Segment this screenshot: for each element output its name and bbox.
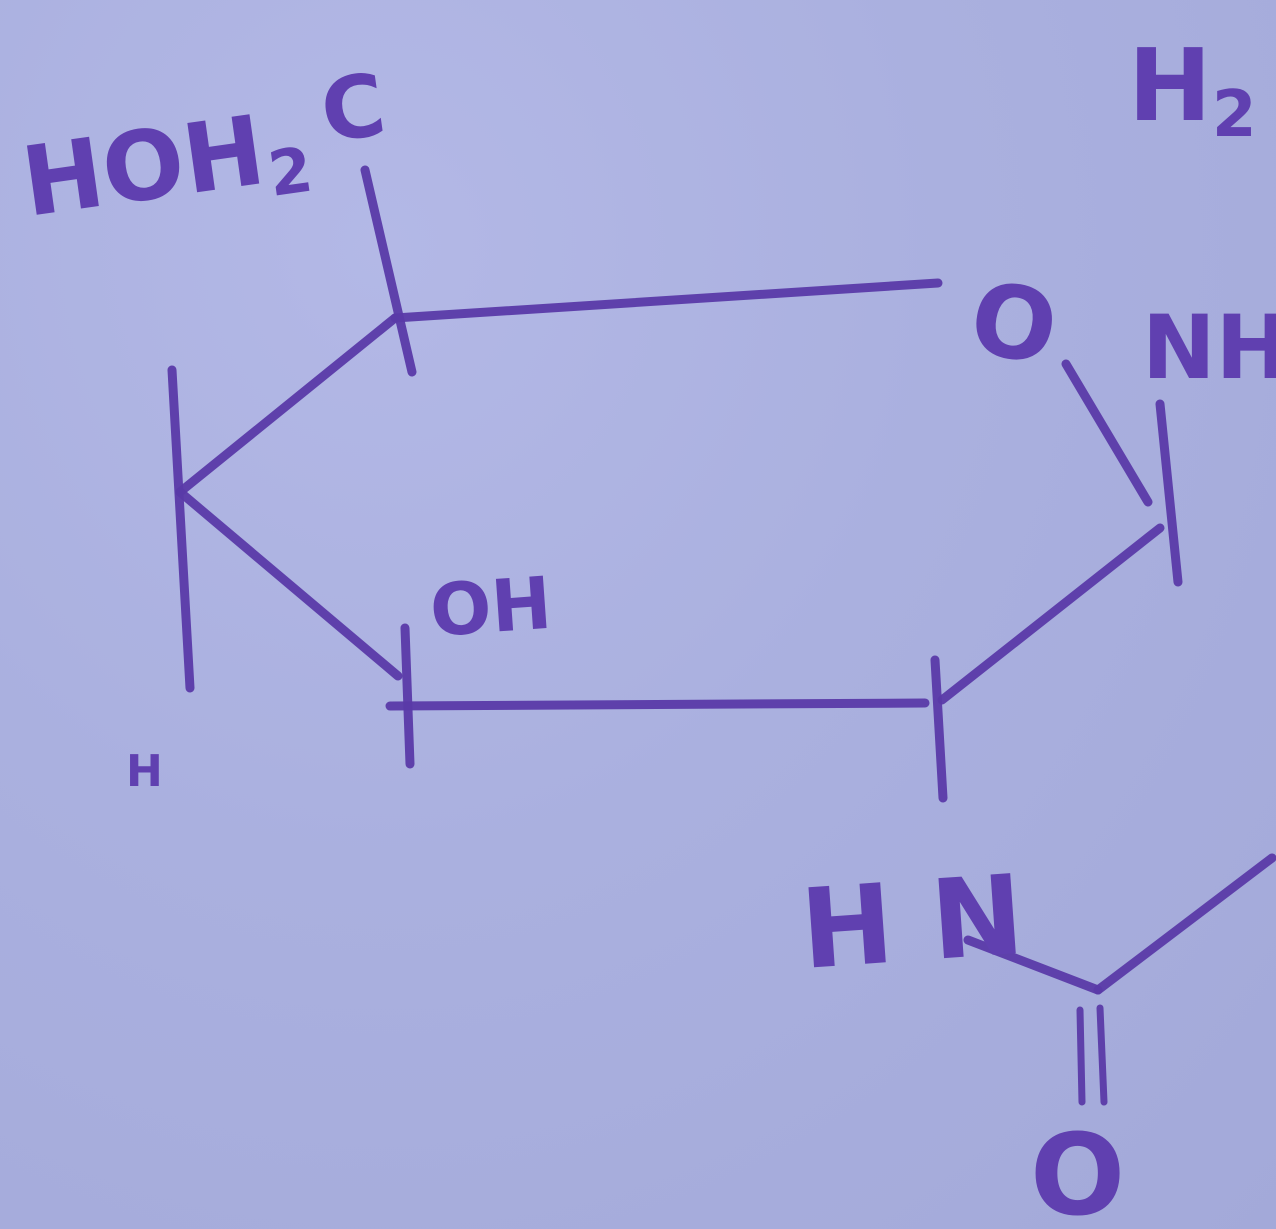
label-ring-oxygen: O — [962, 258, 1066, 388]
label-h2-subscript: 2 — [1212, 78, 1257, 152]
label-hoh2c-subscript: 2 — [264, 133, 317, 211]
label-h-small: H — [126, 746, 163, 797]
bond-c2-c1 — [385, 698, 930, 711]
label-hoh2c-main: HOH — [16, 94, 272, 239]
bond-c1prime-vertical — [1155, 399, 1183, 587]
bond-ring-oxygen-c1prime — [1061, 359, 1153, 507]
bond-c4-vertical — [360, 165, 417, 377]
bond-c4-c3 — [175, 313, 400, 497]
label-nh-top: NH — [1142, 296, 1276, 399]
label-h2-main: H — [1128, 27, 1212, 144]
bond-c2-vertical — [400, 623, 415, 769]
bond-c1-c1prime — [937, 523, 1165, 705]
label-oh: OH — [427, 561, 554, 653]
bond-carbonyl-methyl — [1093, 853, 1276, 995]
bond-n-carbonyl-carbon — [963, 935, 1103, 995]
label-hn: H N — [797, 851, 1028, 994]
bond-c3-vertical — [167, 365, 195, 693]
bond-c4-ring-oxygen — [390, 278, 943, 323]
bond-c1-vertical — [930, 655, 948, 803]
bond-c3-c2 — [175, 487, 403, 681]
label-hoh2c-carbon: C — [315, 55, 391, 163]
label-carbonyl-oxygen: O — [1030, 1111, 1125, 1229]
bond-carbonyl-double-a — [1076, 1006, 1086, 1106]
bond-carbonyl-double-b — [1096, 1004, 1108, 1106]
